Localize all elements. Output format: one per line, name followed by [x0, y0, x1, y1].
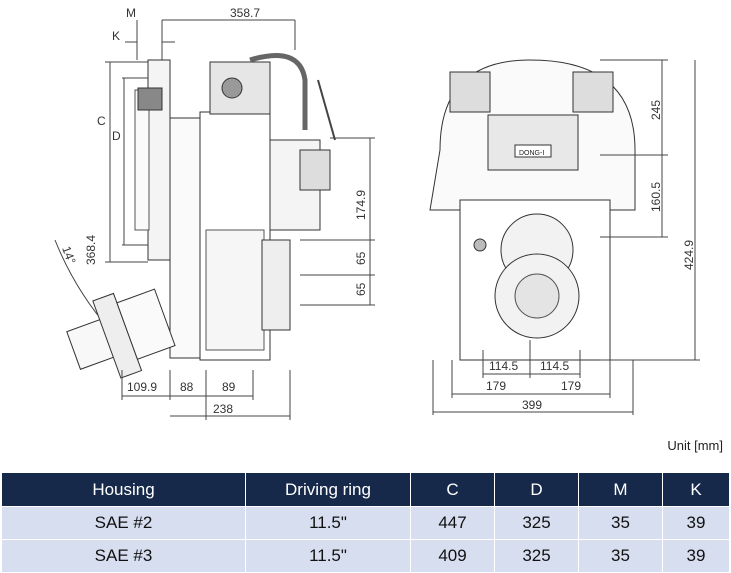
header-c: C — [410, 473, 495, 507]
header-housing: Housing — [2, 473, 246, 507]
table-row: SAE #2 11.5" 447 325 35 39 — [2, 506, 729, 540]
table-header-row: Housing Driving ring C D M K — [2, 473, 729, 507]
dim-65-a: 65 — [354, 251, 368, 265]
cell-driving-ring: 11.5" — [245, 506, 411, 540]
header-driving-ring: Driving ring — [245, 473, 411, 507]
dim-114-5-a: 114.5 — [489, 359, 518, 373]
side-view: M 358.7 K C D 368.4 14° — [54, 6, 375, 420]
front-view: DONG-I 245 160.5 424.9 114.5 114.5 179 1… — [429, 59, 700, 415]
cell-m: 35 — [578, 506, 663, 540]
header-m: M — [578, 473, 663, 507]
cell-c: 409 — [410, 539, 495, 573]
dim-358-7: 358.7 — [230, 6, 260, 20]
dim-160-5: 160.5 — [649, 182, 663, 212]
header-k: K — [662, 473, 729, 507]
dim-114-5-b: 114.5 — [540, 359, 569, 373]
dim-424-9: 424.9 — [682, 240, 696, 270]
dim-65-b: 65 — [354, 282, 368, 296]
cell-k: 39 — [662, 506, 729, 540]
dim-179-a: 179 — [486, 379, 506, 393]
dim-399: 399 — [522, 398, 542, 412]
dim-174-9: 174.9 — [354, 190, 368, 220]
cell-d: 325 — [494, 539, 579, 573]
dim-238: 238 — [213, 402, 233, 416]
cell-housing: SAE #3 — [2, 539, 246, 573]
cell-driving-ring: 11.5" — [245, 539, 411, 573]
cell-k: 39 — [662, 539, 729, 573]
dim-89: 89 — [222, 380, 236, 394]
cell-housing: SAE #2 — [2, 506, 246, 540]
cell-c: 447 — [410, 506, 495, 540]
dim-368-4: 368.4 — [84, 235, 98, 265]
gearbox-technical-drawing: M 358.7 K C D 368.4 14° — [54, 6, 700, 420]
dim-88: 88 — [180, 380, 194, 394]
dim-179-b: 179 — [561, 379, 581, 393]
nameplate-text: DONG-I — [519, 150, 544, 157]
dim-m: M — [126, 6, 136, 20]
dim-245: 245 — [649, 100, 663, 120]
dim-d: D — [112, 129, 121, 143]
spec-table: Housing Driving ring C D M K SAE #2 11.5… — [2, 473, 729, 573]
header-d: D — [494, 473, 579, 507]
table-row: SAE #3 11.5" 409 325 35 39 — [2, 539, 729, 573]
dim-109-9: 109.9 — [127, 380, 157, 394]
dim-k: K — [112, 29, 120, 43]
dim-c: C — [97, 114, 106, 128]
cell-m: 35 — [578, 539, 663, 573]
unit-note: Unit [mm] — [667, 438, 723, 453]
cell-d: 325 — [494, 506, 579, 540]
